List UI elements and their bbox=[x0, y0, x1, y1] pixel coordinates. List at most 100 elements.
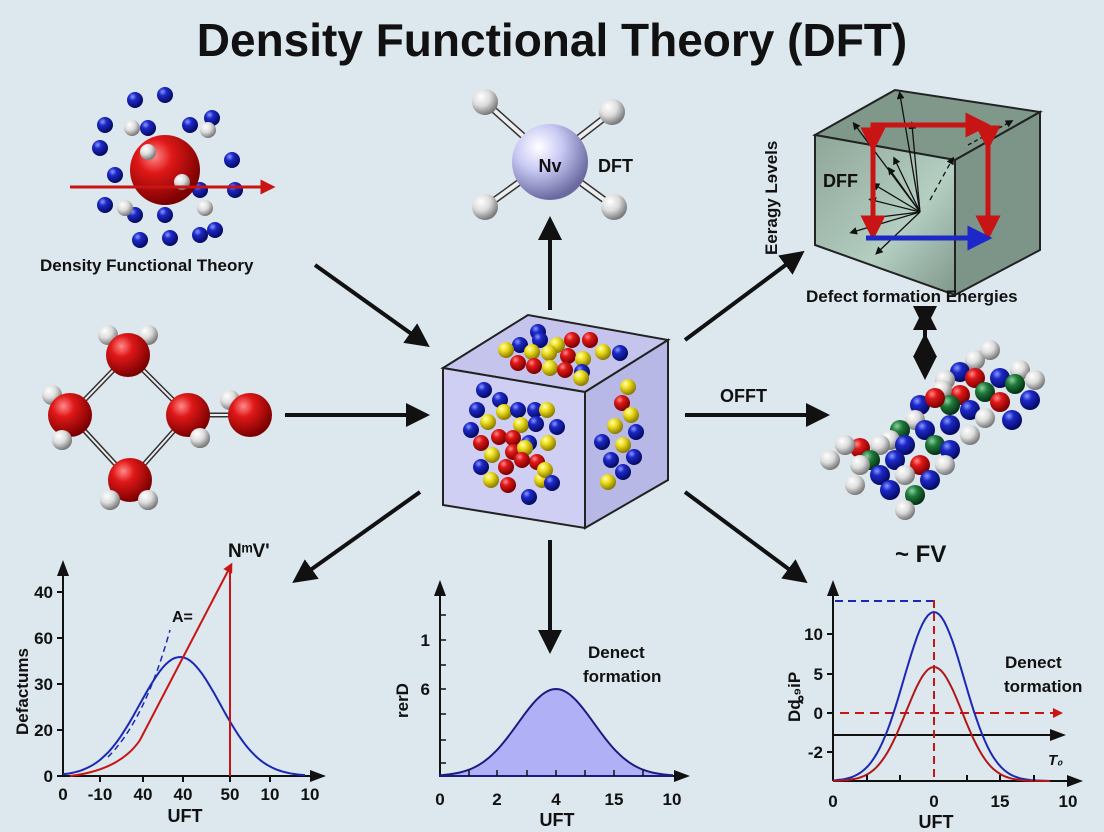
blue-atom bbox=[521, 489, 537, 505]
red-atom bbox=[498, 459, 514, 475]
molecule-ring bbox=[42, 325, 272, 510]
arrow-label: NᵐV' bbox=[228, 541, 270, 562]
red-atom bbox=[564, 332, 580, 348]
white-atom bbox=[472, 89, 498, 115]
white-atom bbox=[845, 475, 865, 495]
blue-atom bbox=[157, 207, 173, 223]
white-atom bbox=[140, 144, 156, 160]
red-curve bbox=[833, 665, 1050, 782]
red-atom bbox=[510, 355, 526, 371]
white-atom bbox=[975, 408, 995, 428]
blue-atom bbox=[532, 332, 548, 348]
blue-atom bbox=[603, 452, 619, 468]
y-tick-label: 0 bbox=[44, 767, 53, 786]
white-atom bbox=[850, 455, 870, 475]
yellow-atom bbox=[615, 437, 631, 453]
vector-arrow bbox=[887, 166, 921, 213]
y-tick-label: 40 bbox=[34, 583, 53, 602]
x-tick-label: 10 bbox=[301, 785, 320, 804]
y-tick-label: 10 bbox=[804, 625, 823, 644]
fv-label: ~ FV bbox=[895, 541, 946, 568]
yellow-atom bbox=[539, 402, 555, 418]
yellow-atom bbox=[537, 462, 553, 478]
x-tick-label: 2 bbox=[492, 790, 501, 809]
white-atom bbox=[100, 490, 120, 510]
t0-label: T₀ bbox=[1048, 752, 1063, 769]
x-axis-label: UFT bbox=[919, 812, 954, 832]
red-atom bbox=[990, 392, 1010, 412]
atom-cluster bbox=[820, 340, 1045, 520]
blue-atom bbox=[594, 434, 610, 450]
white-atom bbox=[870, 435, 890, 455]
white-atom bbox=[1025, 370, 1045, 390]
white-atom bbox=[190, 428, 210, 448]
y-tick-label: 30 bbox=[34, 675, 53, 694]
red-atom bbox=[166, 393, 210, 437]
cube-atoms bbox=[463, 324, 644, 505]
arrow-topleft-to-center bbox=[313, 263, 430, 347]
green-atom bbox=[940, 395, 960, 415]
red-atom bbox=[514, 452, 530, 468]
yellow-atom bbox=[517, 440, 533, 456]
white-atom bbox=[200, 122, 216, 138]
offt-label: OFFT bbox=[720, 386, 767, 406]
vector-arrow bbox=[896, 91, 921, 213]
blue-atom bbox=[528, 416, 544, 432]
green-atom bbox=[1005, 374, 1025, 394]
blue-atom bbox=[510, 402, 526, 418]
x-tick-label: 10 bbox=[261, 785, 280, 804]
white-atom bbox=[117, 200, 133, 216]
energy-cube bbox=[812, 88, 1044, 297]
red-atom bbox=[500, 477, 516, 493]
yellow-atom bbox=[542, 360, 558, 376]
vector-arrow bbox=[908, 121, 921, 213]
yellow-atom bbox=[483, 472, 499, 488]
annotation-line2: formation bbox=[583, 667, 661, 686]
yellow-atom bbox=[595, 344, 611, 360]
lavender-atom bbox=[512, 124, 588, 200]
x-axis-label: UFT bbox=[540, 810, 575, 830]
red-atom bbox=[582, 332, 598, 348]
blue-atom bbox=[92, 140, 108, 156]
white-atom bbox=[980, 340, 1000, 360]
arrow-center-to-topright bbox=[683, 250, 805, 342]
white-atom bbox=[124, 120, 140, 136]
x-tick-label: 40 bbox=[134, 785, 153, 804]
dft-label: DFT bbox=[598, 156, 633, 176]
yellow-atom bbox=[573, 370, 589, 386]
vector-arrows bbox=[849, 91, 1014, 255]
red-atom bbox=[106, 333, 150, 377]
dff-label: DFF bbox=[823, 171, 858, 191]
y-axis-label: Defactums bbox=[13, 648, 32, 735]
white-atom bbox=[960, 425, 980, 445]
white-atom bbox=[599, 99, 625, 125]
red-atom bbox=[130, 135, 200, 205]
blue-dashed-line bbox=[107, 629, 171, 758]
x-tick-label: 0 bbox=[929, 792, 938, 811]
arrow-center-to-bottomright bbox=[683, 490, 808, 584]
white-atom bbox=[895, 500, 915, 520]
x-tick-label: 40 bbox=[174, 785, 193, 804]
yellow-atom bbox=[623, 407, 639, 423]
blue-atom bbox=[97, 117, 113, 133]
blue-curve bbox=[62, 655, 306, 777]
white-atom bbox=[935, 455, 955, 475]
white-atom bbox=[835, 435, 855, 455]
y-tick-label: 20 bbox=[34, 721, 53, 740]
blue-atom bbox=[192, 227, 208, 243]
x-tick-label: 4 bbox=[551, 790, 561, 809]
red-atom bbox=[557, 362, 573, 378]
blue-atom bbox=[870, 465, 890, 485]
blue-atom bbox=[1002, 410, 1022, 430]
energy-levels-label: Eeragy Lɘvels bbox=[762, 141, 781, 255]
red-atom bbox=[965, 368, 985, 388]
blue-atom bbox=[469, 402, 485, 418]
blue-atom bbox=[463, 422, 479, 438]
defect-formation-energies-label: Defect formation Energies bbox=[806, 287, 1018, 306]
y-tick-label: 5 bbox=[814, 665, 823, 684]
blue-atom bbox=[920, 470, 940, 490]
molecule-nv bbox=[472, 89, 627, 220]
yellow-atom bbox=[620, 379, 636, 395]
